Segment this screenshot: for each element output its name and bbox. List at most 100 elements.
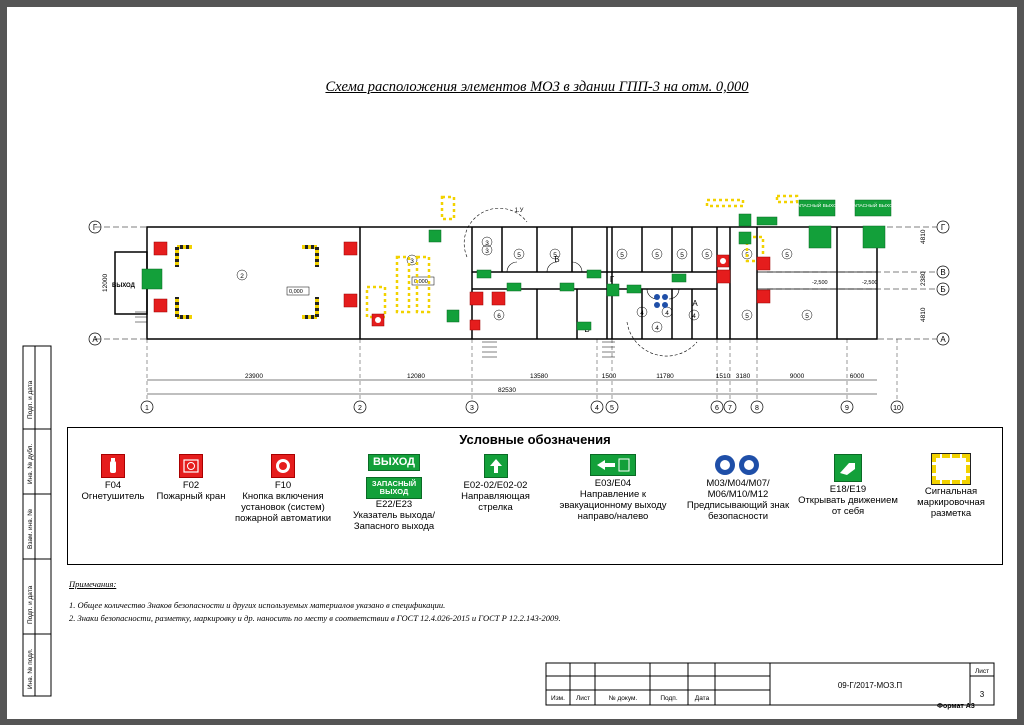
fire-hose-icon bbox=[491, 291, 506, 306]
exit-sign-icon bbox=[798, 199, 836, 217]
room-number: 4 bbox=[692, 313, 696, 320]
room-number: 4 bbox=[655, 325, 659, 332]
room-number: 5 bbox=[655, 252, 659, 259]
legend-text: Сигнальная маркировочная разметка bbox=[917, 486, 985, 519]
stamp-header: № докум. bbox=[609, 695, 638, 702]
axis-number: 5 bbox=[610, 405, 614, 412]
evacuation-direction-icon bbox=[476, 269, 492, 279]
axis-letter: Б bbox=[940, 285, 945, 294]
title-block: Изм. Лист № докум. Подп. Дата 09-Г/2017-… bbox=[545, 662, 995, 706]
room-number: 3 bbox=[410, 258, 414, 265]
stamp-header: Изм. bbox=[551, 695, 565, 702]
room-number: 5 bbox=[705, 252, 709, 259]
room-number: 5 bbox=[620, 252, 624, 259]
room-number: 4 bbox=[640, 310, 644, 317]
callout-label: 1.У bbox=[515, 208, 524, 214]
legend-item: E02-02/E02-02 Направляющая стрелка bbox=[448, 454, 543, 513]
sheet-label: Лист bbox=[975, 668, 989, 675]
spare-exit-sign-icon: ЗАПАСНЫЙ ВЫХОД bbox=[366, 477, 422, 499]
room-letter: Б bbox=[554, 255, 559, 264]
legend-text: Огнетушитель bbox=[81, 491, 145, 502]
exit-sign-icon bbox=[854, 199, 892, 217]
push-door-icon bbox=[738, 231, 752, 245]
evacuation-direction-icon bbox=[586, 269, 602, 279]
axis-letter: Г bbox=[93, 223, 98, 232]
evacuation-direction-icon bbox=[559, 282, 575, 292]
axis-letter: В bbox=[940, 268, 945, 277]
evacuation-direction-icon bbox=[671, 273, 687, 283]
notes: Примечания: 1. Общее количество Знаков б… bbox=[69, 578, 561, 625]
push-door-icon bbox=[428, 229, 442, 243]
room-number: 6 bbox=[497, 313, 501, 320]
stamp-header: Дата bbox=[695, 695, 710, 702]
legend-item: E03/E04 Направление к эвакуационному вых… bbox=[558, 454, 668, 522]
axis-number: 10 bbox=[893, 405, 901, 412]
room-number: 5 bbox=[553, 252, 557, 259]
legend-item: F10 Кнопка включения установок (систем) … bbox=[233, 454, 333, 524]
fire-extinguisher-icon bbox=[343, 293, 358, 308]
legend-code: M03/M04/M07/ M06/M10/M12 bbox=[706, 478, 770, 500]
arrow-up-icon bbox=[446, 309, 460, 323]
room-number: 5 bbox=[805, 313, 809, 320]
exit-label: ВЫХОД bbox=[112, 283, 136, 289]
fire-extinguisher-icon bbox=[469, 291, 484, 306]
evacuation-direction-icon bbox=[506, 282, 522, 292]
axis-letter: А bbox=[92, 335, 98, 344]
arrow-up-icon bbox=[483, 454, 508, 478]
legend: Условные обозначения F04 Огнетушитель F0… bbox=[67, 427, 1003, 565]
exit-sign-icon: ВЫХОД bbox=[367, 454, 420, 471]
axis-number: 9 bbox=[845, 405, 849, 412]
column-dimension: 1500 bbox=[602, 373, 617, 380]
axis-letter: Г bbox=[941, 223, 946, 232]
room-number: 3 bbox=[485, 240, 489, 247]
axis-number: 1 bbox=[145, 405, 149, 412]
push-door-icon bbox=[808, 225, 832, 249]
column-dimension: 1510 bbox=[716, 373, 731, 380]
fire-extinguisher-icon bbox=[469, 319, 481, 331]
level-mark: 0,000 bbox=[414, 279, 428, 285]
room-number: 5 bbox=[745, 313, 749, 320]
room-letter: А bbox=[692, 299, 698, 308]
side-stamp-label: Подп. и дата bbox=[27, 585, 34, 624]
fire-hose-icon bbox=[179, 454, 203, 478]
side-dimension: 12000 bbox=[102, 274, 109, 292]
sheet-number: 3 bbox=[980, 690, 985, 699]
column-dimension: 12080 bbox=[407, 373, 425, 380]
legend-code: F02 bbox=[182, 480, 200, 491]
legend-code: F10 bbox=[274, 480, 292, 491]
spare-exit-label: ЗАПАСНЫЙ ВЫХОД bbox=[794, 201, 841, 209]
exit-sign-icon bbox=[756, 216, 778, 226]
evacuation-direction-icon bbox=[590, 454, 636, 476]
fire-extinguisher-icon bbox=[756, 289, 771, 304]
mandatory-sign-icon bbox=[714, 454, 762, 476]
legend-code: E18/E19 bbox=[829, 484, 867, 495]
room-number: 5 bbox=[785, 252, 789, 259]
note-line: 1. Общее количество Знаков безопасности … bbox=[69, 600, 446, 610]
legend-item: Сигнальная маркировочная разметка bbox=[906, 453, 996, 519]
notes-heading: Примечания: bbox=[69, 579, 117, 589]
level-mark: -2,500 bbox=[862, 280, 878, 286]
fire-extinguisher-icon bbox=[343, 241, 358, 256]
column-dimension: 11780 bbox=[656, 373, 674, 380]
room-number: 5 bbox=[517, 252, 521, 259]
room-number: 5 bbox=[680, 252, 684, 259]
legend-code: E02-02/E02-02 bbox=[463, 480, 528, 491]
push-door-icon bbox=[738, 213, 752, 227]
row-dimension: 4810 bbox=[920, 229, 927, 244]
fire-extinguisher-icon bbox=[153, 298, 168, 313]
axis-number: 4 bbox=[595, 405, 599, 412]
side-stamp-label: Взам. инв. № bbox=[27, 509, 34, 549]
legend-text: Направление к эвакуационному выходу напр… bbox=[559, 489, 667, 522]
column-dimension: 13580 bbox=[530, 373, 548, 380]
push-door-icon bbox=[862, 225, 886, 249]
push-door-icon bbox=[141, 268, 163, 290]
side-stamp-label: Инв. № дубл. bbox=[26, 444, 34, 484]
legend-text: Предписывающий знак безопасности bbox=[686, 500, 790, 522]
fire-alarm-button-icon bbox=[271, 454, 295, 478]
side-stamp-label: Подп. и дата bbox=[27, 380, 34, 419]
room-number: 4 bbox=[665, 310, 669, 317]
fire-extinguisher-icon bbox=[153, 241, 168, 256]
legend-code: E22/E23 bbox=[375, 499, 413, 510]
side-stamp: Подп. и дата Инв. № дубл. Взам. инв. № П… bbox=[22, 345, 52, 697]
legend-text: Открывать движением от себя bbox=[798, 495, 898, 517]
